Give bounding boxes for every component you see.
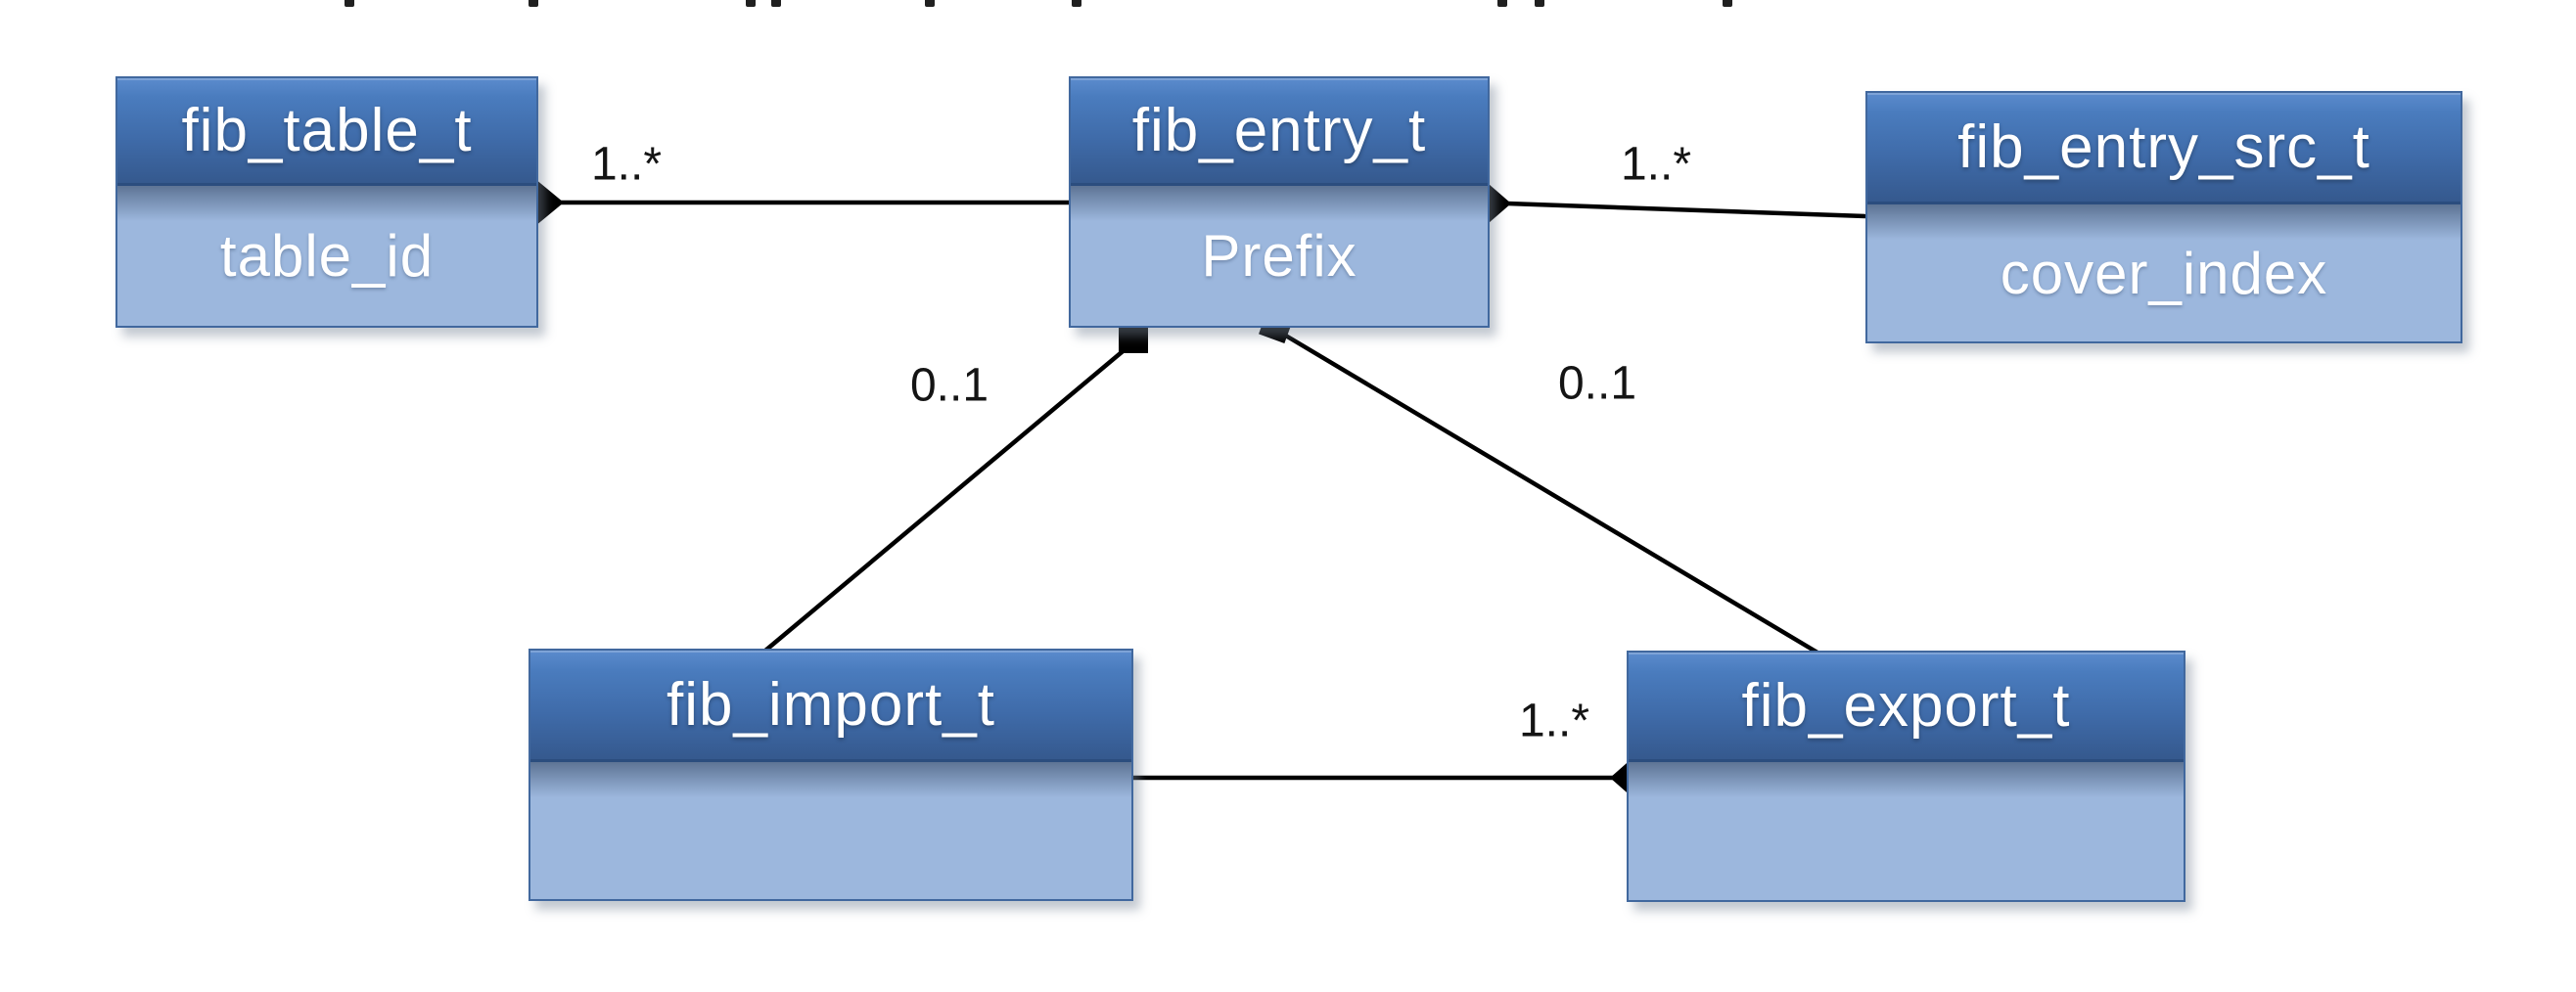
multiplicity-label-entry-export: 0..1: [1557, 357, 1637, 410]
text-fragment-mark: [746, 0, 756, 7]
entity-box-fib-export-t: fib_export_t: [1627, 651, 2185, 902]
multiplicity-label-import-export: 1..*: [1518, 695, 1590, 747]
entity-title: fib_entry_t: [1071, 78, 1488, 186]
entity-box-fib-entry-t: fib_entry_t Prefix: [1069, 76, 1490, 328]
entity-box-fib-table-t: fib_table_t table_id: [115, 76, 538, 328]
entity-title: fib_export_t: [1629, 653, 2184, 762]
multiplicity-label-entry-src: 1..*: [1620, 138, 1692, 191]
text-fragment-mark: [345, 0, 354, 7]
text-fragment-mark: [529, 0, 538, 7]
text-fragment-mark: [1497, 0, 1507, 7]
entity-box-fib-entry-src-t: fib_entry_src_t cover_index: [1865, 91, 2462, 343]
entity-title: fib_import_t: [530, 651, 1131, 762]
entity-attribute: cover_index: [2000, 240, 2328, 306]
composition-square-entry-import: [1119, 324, 1148, 353]
entity-attribute: table_id: [219, 223, 435, 289]
text-fragment-mark: [1072, 0, 1081, 7]
text-fragment-mark: [925, 0, 935, 7]
entity-attribute: Prefix: [1201, 223, 1357, 289]
connector-entry-export: [1282, 333, 1819, 654]
connector-entry-src: [1506, 201, 1866, 219]
text-fragment-mark: [771, 0, 781, 7]
text-fragment-mark: [1723, 0, 1732, 7]
multiplicity-label-table-entry: 1..*: [590, 138, 663, 191]
composition-diamond-entry-right: [1489, 184, 1511, 223]
entity-title: fib_entry_src_t: [1867, 93, 2461, 204]
entity-box-fib-import-t: fib_import_t: [529, 649, 1133, 901]
multiplicity-label-entry-import: 0..1: [909, 359, 989, 412]
entity-title: fib_table_t: [117, 78, 536, 186]
text-fragment-mark: [1535, 0, 1544, 7]
